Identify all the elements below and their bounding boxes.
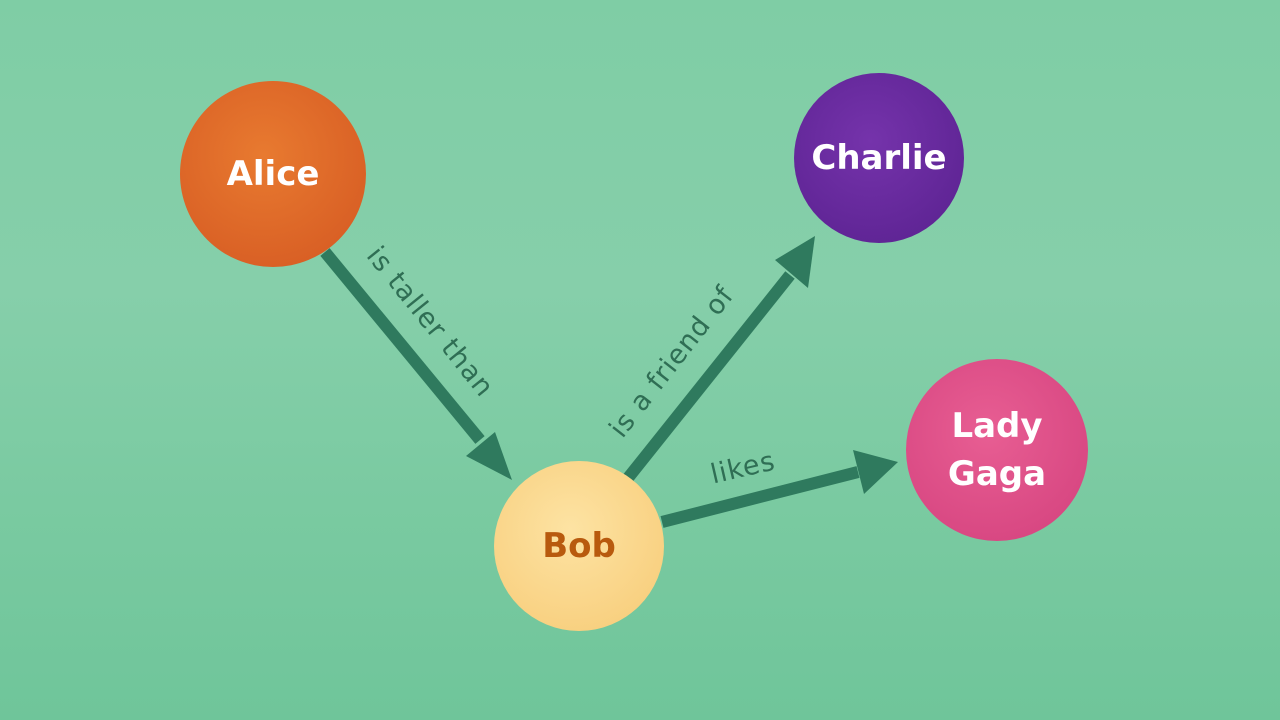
node-lady-gaga: Lady Gaga xyxy=(906,359,1088,541)
node-bob: Bob xyxy=(494,461,664,631)
node-alice: Alice xyxy=(180,81,366,267)
node-label-charlie: Charlie xyxy=(811,138,946,178)
edge-bob-to-charlie xyxy=(623,236,815,482)
node-label-lady: Lady xyxy=(951,406,1042,446)
edge-label-likes: likes xyxy=(708,446,779,491)
node-label-bob: Bob xyxy=(542,526,616,566)
edge-bob-to-lady-gaga xyxy=(660,450,898,528)
edge-alice-to-bob xyxy=(320,248,512,480)
node-charlie: Charlie xyxy=(794,73,964,243)
node-label-gaga: Gaga xyxy=(948,454,1046,494)
node-label-alice: Alice xyxy=(227,154,320,194)
